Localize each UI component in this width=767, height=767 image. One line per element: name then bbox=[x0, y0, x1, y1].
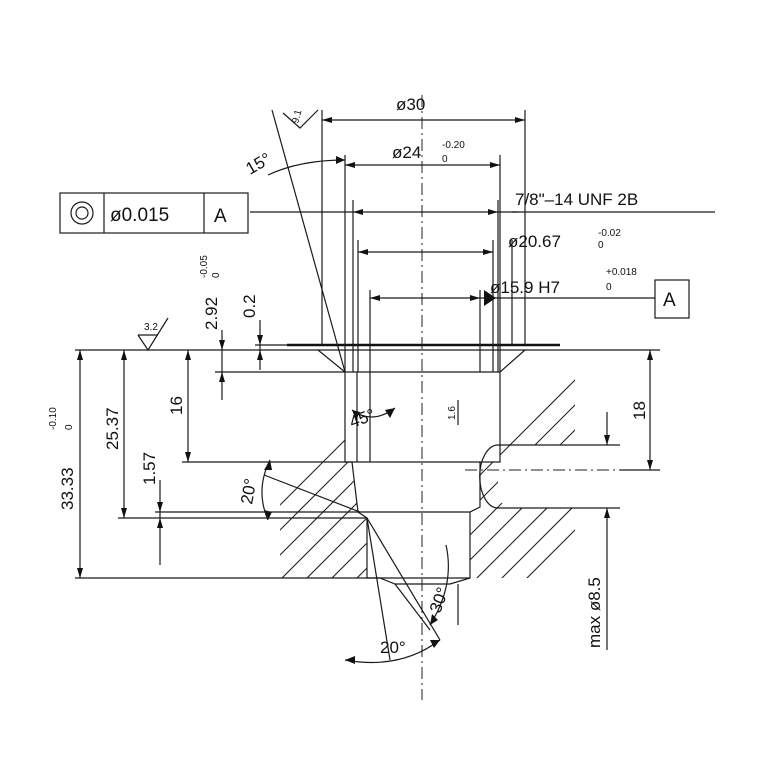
svg-text:0: 0 bbox=[606, 282, 612, 293]
svg-text:0: 0 bbox=[211, 272, 222, 278]
fcf-datum: A bbox=[214, 206, 227, 227]
side-port bbox=[465, 444, 620, 509]
roughness-9-1-icon: 9.1 bbox=[282, 108, 319, 129]
dim-2-92: 2.92 bbox=[202, 297, 221, 330]
dim-thread: 7/8"–14 UNF 2B bbox=[515, 190, 638, 209]
datum-a-label: A bbox=[663, 290, 676, 311]
angle-20-top: 20° bbox=[237, 477, 260, 506]
roughness-1-6-icon: 1.6 bbox=[447, 400, 459, 425]
dim-0-2: 0.2 bbox=[240, 294, 259, 318]
angle-20-bottom: 20° bbox=[380, 638, 406, 657]
svg-text:-0.02: -0.02 bbox=[598, 228, 621, 239]
dim-d30: ø30 bbox=[396, 95, 425, 114]
dim-d24: ø24 bbox=[392, 143, 421, 162]
svg-text:1.6: 1.6 bbox=[447, 406, 458, 420]
dim-16: 16 bbox=[167, 396, 186, 415]
fcf-tolerance: ø0.015 bbox=[110, 205, 169, 226]
dim-max-8-5: max ø8.5 bbox=[585, 577, 604, 648]
dim-25-37: 25.37 bbox=[103, 407, 122, 450]
angle-30: 30° bbox=[426, 585, 453, 616]
feature-control-frame: ø0.015 A bbox=[59, 192, 249, 234]
dim-d15: ø15.9 H7 bbox=[490, 278, 560, 297]
angle-45: 45° bbox=[347, 405, 378, 432]
svg-text:-0.20: -0.20 bbox=[442, 140, 465, 151]
dim-33-33: 33.33 bbox=[58, 467, 77, 510]
svg-text:-0.10: -0.10 bbox=[48, 407, 59, 430]
chamfer-15-line bbox=[271, 109, 346, 373]
svg-text:9.1: 9.1 bbox=[290, 108, 304, 125]
roughness-3-2-icon: 3.2 bbox=[137, 317, 169, 352]
concentricity-icon bbox=[70, 201, 94, 225]
dim-1-57: 1.57 bbox=[140, 452, 159, 485]
svg-text:-0.05: -0.05 bbox=[199, 255, 210, 278]
datum-a-box bbox=[654, 279, 690, 319]
dim-18: 18 bbox=[630, 401, 649, 420]
svg-text:0: 0 bbox=[442, 154, 448, 165]
dim-d20: ø20.67 bbox=[508, 232, 561, 251]
svg-text:0: 0 bbox=[598, 240, 604, 251]
svg-text:+0.018: +0.018 bbox=[606, 267, 637, 278]
svg-text:0: 0 bbox=[64, 424, 75, 430]
svg-text:3.2: 3.2 bbox=[144, 322, 158, 333]
